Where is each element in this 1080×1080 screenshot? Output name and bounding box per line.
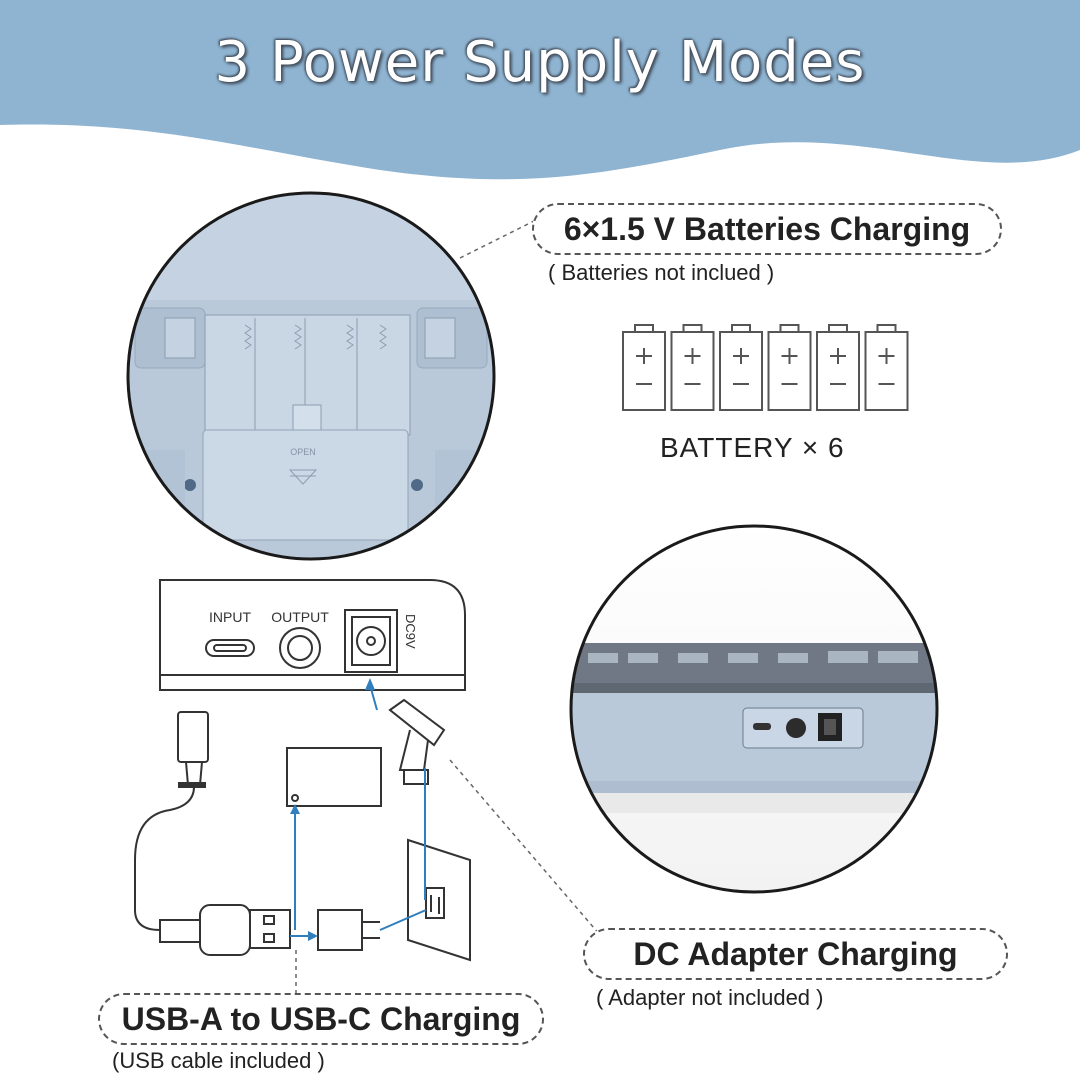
usb-wiring-diagram: INPUT OUTPUT DC9V <box>134 579 471 962</box>
output-port-label: OUTPUT <box>271 609 329 625</box>
batteries-mode-label: 6×1.5 V Batteries Charging <box>532 203 1002 255</box>
dc-port-label: DC9V <box>403 614 418 649</box>
input-port-label: INPUT <box>209 609 251 625</box>
dc-note: ( Adapter not included ) <box>596 985 824 1010</box>
battery-caption: BATTERY × 6 <box>660 432 845 463</box>
battery-icon <box>767 324 812 411</box>
battery-icon <box>719 324 763 411</box>
battery-icon <box>622 324 666 411</box>
usb-note: (USB cable included ) <box>112 1048 325 1073</box>
page-title: 3 Power Supply Modes <box>214 30 866 95</box>
battery-icons <box>622 324 909 411</box>
open-mark: OPEN <box>290 447 316 457</box>
battery-icon <box>670 324 715 411</box>
usb-mode-label: USB-A to USB-C Charging <box>98 993 544 1045</box>
batteries-note: ( Batteries not inclued ) <box>548 260 775 285</box>
dc-port-photo <box>569 524 939 894</box>
dc-mode-label: DC Adapter Charging <box>583 928 1008 980</box>
battery-icon <box>864 324 909 411</box>
header-banner <box>0 0 1080 180</box>
battery-compartment-photo: OPEN <box>126 191 496 561</box>
battery-icon <box>816 324 860 411</box>
